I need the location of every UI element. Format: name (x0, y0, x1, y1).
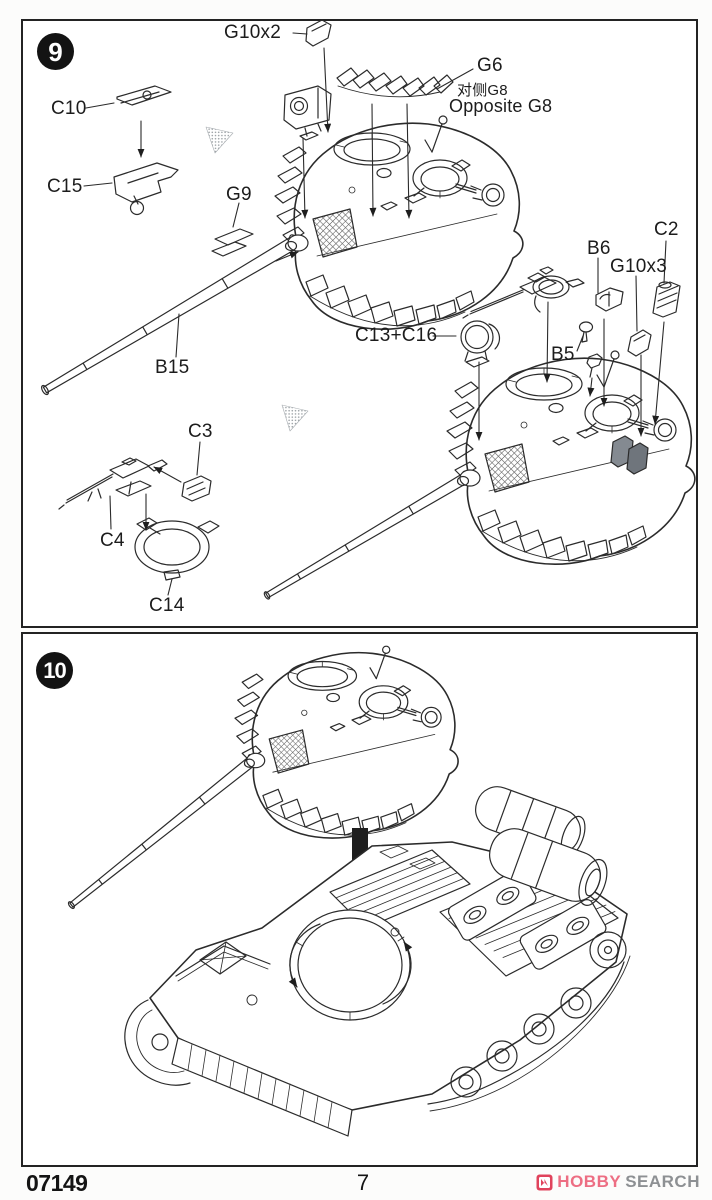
part-label-c2: C2 (654, 219, 679, 240)
part-label-g6-note-en: Opposite G8 (449, 96, 553, 116)
hobby-search-flame-icon (536, 1174, 553, 1190)
logo-text-search: SEARCH (625, 1172, 700, 1191)
step-10-number: 10 (43, 657, 67, 683)
part-label-g9: G9 (226, 184, 252, 205)
step-10-badge: 10 (36, 652, 73, 689)
page-footer: 07149 7 HOBBY SEARCH (0, 1168, 712, 1198)
part-label-c4: C4 (100, 530, 125, 551)
step-10-panel (21, 632, 698, 1167)
part-label-g10x2: G10x2 (224, 22, 281, 43)
part-label-c14: C14 (149, 595, 185, 616)
part-label-c13-c16: C13+C16 (355, 325, 438, 346)
part-label-g6-note-cn: 对侧G8 (457, 82, 508, 99)
step-9-number: 9 (48, 36, 63, 67)
hobby-search-logo: HOBBY SEARCH (536, 1172, 700, 1192)
part-label-c15: C15 (47, 176, 83, 197)
part-label-g6: G6 (477, 55, 503, 76)
part-label-c3: C3 (188, 421, 213, 442)
part-label-b5: B5 (551, 344, 575, 365)
part-label-g10x3: G10x3 (610, 256, 667, 277)
part-label-b15: B15 (155, 357, 190, 378)
page-number: 7 (356, 1170, 370, 1195)
kit-number: 07149 (26, 1170, 88, 1196)
logo-text-hobby: HOBBY (557, 1172, 622, 1191)
part-label-b6: B6 (587, 238, 611, 259)
part-label-c10: C10 (51, 98, 87, 119)
step-9-badge: 9 (37, 33, 74, 70)
